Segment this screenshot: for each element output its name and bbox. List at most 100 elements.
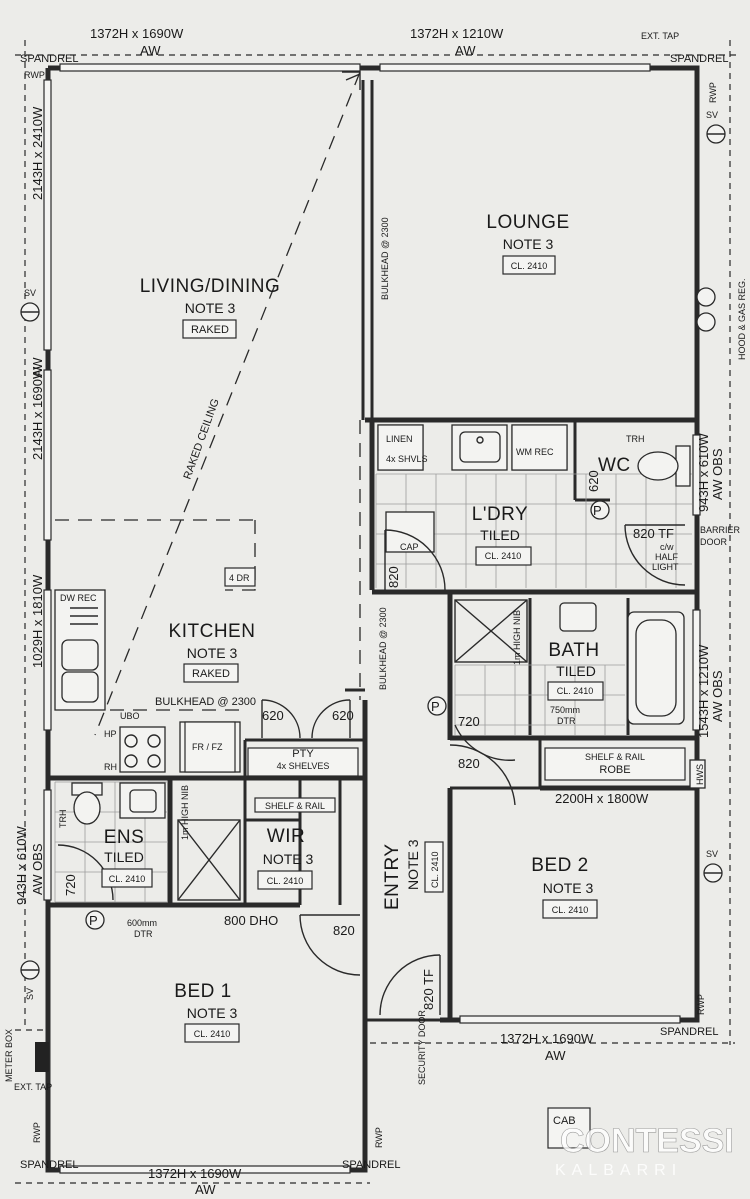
internal-walls xyxy=(48,80,697,1020)
kitchen-name: KITCHEN xyxy=(169,621,256,642)
sink-bowl-icon xyxy=(61,671,99,703)
wir-note: NOTE 3 xyxy=(263,851,314,867)
ensuite-fixtures xyxy=(71,782,241,901)
window-top-left-label: 1372H x 1690W xyxy=(90,26,184,41)
ceiling-lines xyxy=(55,71,361,736)
aw-label: AW xyxy=(140,43,161,58)
gas-meter-icon xyxy=(696,287,716,307)
wir-name: WIR xyxy=(267,826,305,847)
window-left-3-label: 1029H x 1810W xyxy=(30,574,45,668)
hws-box xyxy=(689,759,706,789)
cab-label: CAB xyxy=(553,1115,576,1127)
robe-label: ROBE xyxy=(599,764,630,776)
trh-label: TRH xyxy=(58,810,68,829)
dho-label: 800 DHO xyxy=(224,913,278,928)
ext-tap-label: EXT. TAP xyxy=(641,31,679,41)
rwp-label: RWP xyxy=(696,994,706,1015)
bed1-ceiling: CL. 2410 xyxy=(194,1029,231,1039)
rwp-label: RWP xyxy=(374,1127,384,1148)
dtr-750-label: 750mm xyxy=(550,705,580,715)
door-820-label: 820 xyxy=(333,923,355,938)
gas-meter-icon xyxy=(696,312,716,332)
entry-note: NOTE 3 xyxy=(405,839,421,890)
dtr-label: DTR xyxy=(557,716,576,726)
living-room-ceiling: RAKED xyxy=(191,324,229,336)
trh-label: TRH xyxy=(626,434,645,444)
pantry-shelves-label: 4x SHELVES xyxy=(277,761,330,771)
linen-label: LINEN xyxy=(386,434,413,444)
meter-box-icon xyxy=(35,1042,49,1072)
aw-obs-label: AW OBS xyxy=(710,670,725,722)
rwp-label: RWP xyxy=(32,1122,42,1143)
sink-bowl-icon xyxy=(61,639,99,671)
p-label: P xyxy=(431,699,440,714)
laundry-ceiling: CL. 2410 xyxy=(485,551,522,561)
door-720-label: 720 xyxy=(63,874,78,896)
window-right-2-label: 1543H x 1210W xyxy=(696,644,711,738)
bed2-name: BED 2 xyxy=(531,855,588,876)
bath-name: BATH xyxy=(548,640,599,661)
living-room-note: NOTE 3 xyxy=(185,300,236,316)
bath-ceiling: CL. 2410 xyxy=(557,686,594,696)
cw-label: c/w xyxy=(660,542,674,552)
cooktop-icon xyxy=(119,726,166,773)
hp-label: HP xyxy=(104,729,117,739)
cap-label: CAP xyxy=(400,542,419,552)
linen-shelves-label: 4x SHVLS xyxy=(386,454,428,464)
laundry-finish: TILED xyxy=(480,527,520,543)
window-left-2-label: 2143H x 1690W xyxy=(30,366,45,460)
bed2-ceiling: CL. 2410 xyxy=(552,905,589,915)
bath-finish: TILED xyxy=(556,663,596,679)
p-label: P xyxy=(89,913,98,928)
door-label: DOOR xyxy=(700,537,728,547)
rh-label: RH xyxy=(104,762,117,772)
door-820-label: 820 xyxy=(386,566,401,588)
watermark-brand: CONTESSI xyxy=(560,1122,734,1160)
four-drawer-label: 4 DR xyxy=(229,573,250,583)
spandrel-label: SPANDREL xyxy=(342,1159,400,1171)
lounge-ceiling: CL. 2410 xyxy=(511,261,548,271)
window-left-4-label: 943H x 610W xyxy=(14,826,29,905)
spandrel-label: SPANDREL xyxy=(670,53,728,65)
laundry-name: L'DRY xyxy=(472,504,528,525)
entry-ceiling: CL. 2410 xyxy=(430,851,440,888)
aw-label: AW xyxy=(455,43,476,58)
wir-ceiling: CL. 2410 xyxy=(267,876,304,886)
door-720-label: 720 xyxy=(458,714,480,729)
sv-label: SV xyxy=(24,288,36,298)
wc-name: WC xyxy=(598,455,631,476)
kitchen-note: NOTE 3 xyxy=(187,645,238,661)
door-swings xyxy=(57,529,516,1016)
nib-label: 1m HIGH NIB xyxy=(512,610,522,665)
door-620-label: 620 xyxy=(262,708,284,723)
lounge-name: LOUNGE xyxy=(486,212,569,233)
text-labels: 1372H x 1690W AW 1372H x 1210W AW SPANDR… xyxy=(4,26,747,1197)
toilet-icon xyxy=(73,791,101,825)
watermark-location: KALBARRI xyxy=(555,1162,682,1179)
ensuite-name: ENS xyxy=(104,827,145,848)
aw-label: AW xyxy=(30,357,45,378)
half-label: HALF xyxy=(655,552,679,562)
door-620-label: 620 xyxy=(332,708,354,723)
lounge-note: NOTE 3 xyxy=(503,236,554,252)
sv-label: SV xyxy=(706,849,718,859)
toilet-icon xyxy=(637,451,679,481)
living-room-name: LIVING/DINING xyxy=(140,276,281,297)
window-bed2-label: 2200H x 1800W xyxy=(555,791,649,806)
rwp-label: RWP xyxy=(708,82,718,103)
bed2-note: NOTE 3 xyxy=(543,880,594,896)
bath-fixtures xyxy=(454,599,685,725)
aw-obs-label: AW OBS xyxy=(710,448,725,500)
window-bottom-mid-label: 1372H x 1690W xyxy=(500,1031,594,1046)
site-lines xyxy=(15,40,740,1184)
wm-rec-label: WM REC xyxy=(516,447,554,457)
ext-tap-label: EXT. TAP xyxy=(14,1082,52,1092)
pantry-label: PTY xyxy=(292,748,314,760)
entry-name: ENTRY xyxy=(382,843,403,910)
tf-820-label: 820 TF xyxy=(633,526,674,541)
tf-820-label: 820 TF xyxy=(421,969,436,1010)
meter-box-label: METER BOX xyxy=(4,1029,14,1082)
hood-gas-label: HOOD & GAS REG. xyxy=(737,278,747,360)
bulkhead-label: BULKHEAD @ 2300 xyxy=(380,217,390,300)
